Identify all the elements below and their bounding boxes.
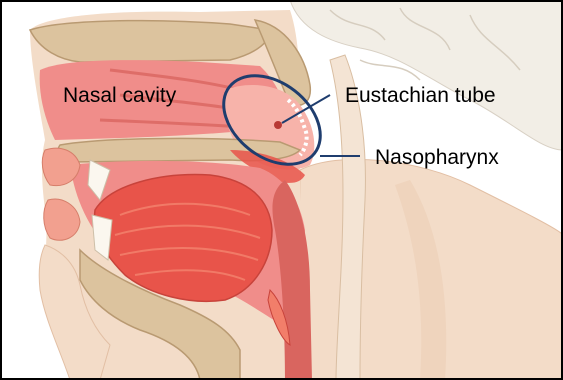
eustachian-tube-label: Eustachian tube [345, 84, 496, 107]
nose-bone [30, 21, 270, 62]
nasal-cavity-label: Nasal cavity [63, 84, 177, 107]
eustachian-opening [274, 121, 282, 129]
nasopharynx-label: Nasopharynx [375, 146, 499, 169]
